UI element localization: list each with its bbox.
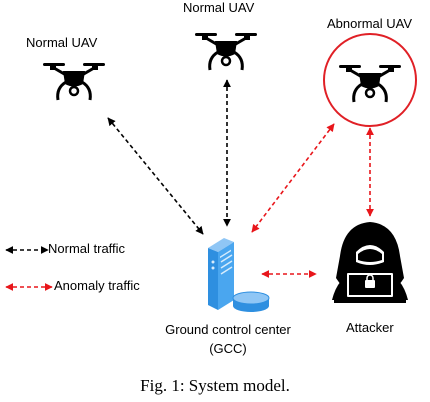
legend-normal-label: Normal traffic [48,241,126,256]
normal-traffic-left-uav [107,117,204,235]
uav-abnormal-label: Abnormal UAV [327,16,413,31]
attacker-hacker-icon [332,222,408,303]
figure-caption: Fig. 1: System model. [140,376,290,395]
uav-abnormal-icon [323,33,417,127]
uav-top-label: Normal UAV [183,0,255,15]
gcc-label-line2: (GCC) [209,341,247,356]
abnormal-highlight-circle [323,33,417,127]
uav-left-icon [41,61,107,102]
gcc-server-icon [208,238,270,312]
attacker-label: Attacker [346,320,394,335]
legend-anomaly-label: Anomaly traffic [54,278,140,293]
uav-left-label: Normal UAV [26,35,98,50]
gcc-label-line1: Ground control center [165,322,291,337]
uav-top-icon [193,31,259,72]
anomaly-traffic-abnormal-uav [251,123,335,233]
